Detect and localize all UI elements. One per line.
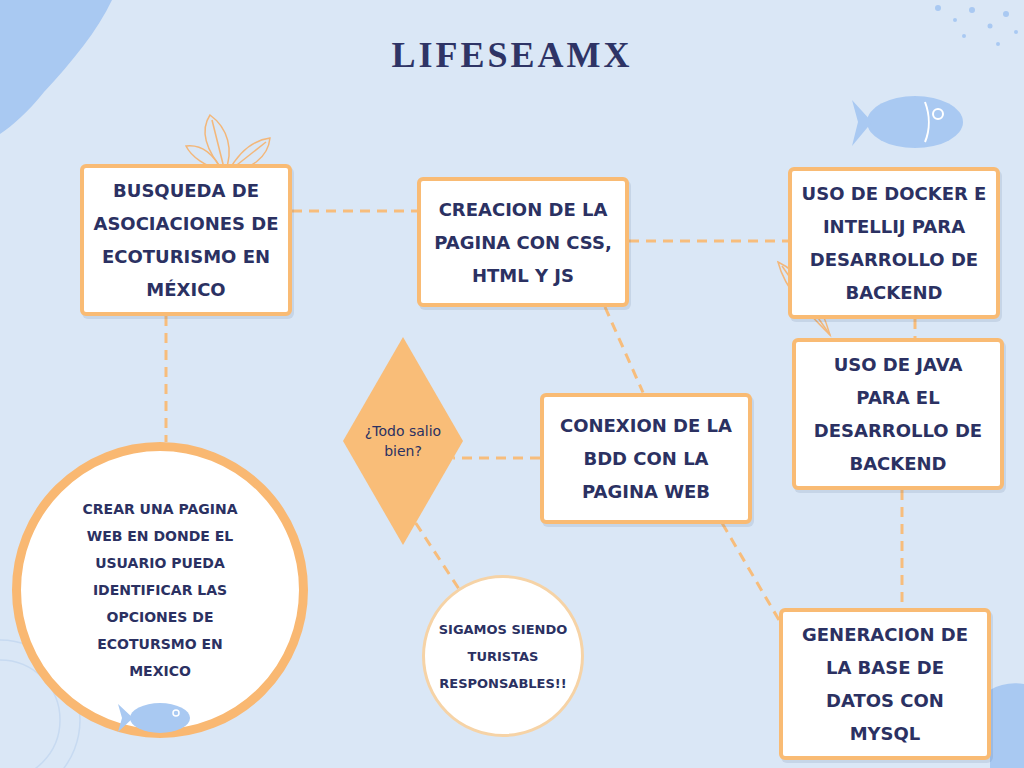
- dashed-connector: [605, 307, 643, 393]
- node-text: CREACION DE LA PAGINA CON CSS, HTML Y JS: [429, 193, 617, 292]
- dashed-connector: [165, 316, 168, 442]
- process-box: USO DE DOCKER E INTELLIJ PARA DESARROLLO…: [788, 167, 1000, 319]
- diamond-outline: [343, 337, 463, 545]
- corner-blob: [0, 0, 112, 134]
- node-text: BUSQUEDA DE ASOCIACIONES DE ECOTURISMO E…: [92, 174, 280, 306]
- node-text: SIGAMOS SIENDO TURISTAS RESPONSABLES!!: [433, 616, 573, 697]
- process-box: GENERACION DE LA BASE DE DATOS CON MYSQL: [779, 608, 991, 760]
- dashed-connector: [453, 457, 540, 460]
- diamond-shape: [343, 337, 463, 545]
- dashed-connector: [292, 210, 417, 213]
- dashed-connector: [416, 523, 459, 588]
- node-text: USO DE DOCKER E INTELLIJ PARA DESARROLLO…: [800, 177, 988, 309]
- process-box: CREACION DE LA PAGINA CON CSS, HTML Y JS: [417, 177, 629, 307]
- dashed-connector: [901, 490, 904, 608]
- corner-blob: [990, 683, 1024, 768]
- decision-diamond: ¿Todo salio bien?: [343, 337, 463, 545]
- diagram-title: LIFESEAMX: [0, 34, 1024, 76]
- node-text: CONEXION DE LA BDD CON LA PAGINA WEB: [552, 409, 740, 508]
- process-box: USO DE JAVA PARA EL DESARROLLO DE BACKEN…: [792, 338, 1004, 490]
- circle-shape: [424, 577, 583, 736]
- circle-shape: [17, 447, 304, 734]
- goal-circle: CREAR UNA PAGINA WEB EN DONDE EL USUARIO…: [12, 442, 308, 738]
- fish: [852, 96, 963, 148]
- node-text: CREAR UNA PAGINA WEB EN DONDE EL USUARIO…: [70, 496, 250, 685]
- dashed-connector: [629, 240, 788, 243]
- node-text: USO DE JAVA PARA EL DESARROLLO DE BACKEN…: [804, 348, 992, 480]
- node-text: ¿Todo salio bien?: [347, 421, 459, 461]
- node-text: GENERACION DE LA BASE DE DATOS CON MYSQL: [791, 618, 979, 750]
- dashed-connector: [914, 319, 917, 338]
- end-circle: SIGAMOS SIENDO TURISTAS RESPONSABLES!!: [422, 575, 584, 737]
- process-box: CONEXION DE LA BDD CON LA PAGINA WEB: [540, 393, 752, 524]
- process-box: BUSQUEDA DE ASOCIACIONES DE ECOTURISMO E…: [80, 164, 292, 316]
- bubble-dots: [935, 5, 1018, 46]
- dashed-connector: [722, 524, 779, 621]
- fish: [118, 703, 190, 733]
